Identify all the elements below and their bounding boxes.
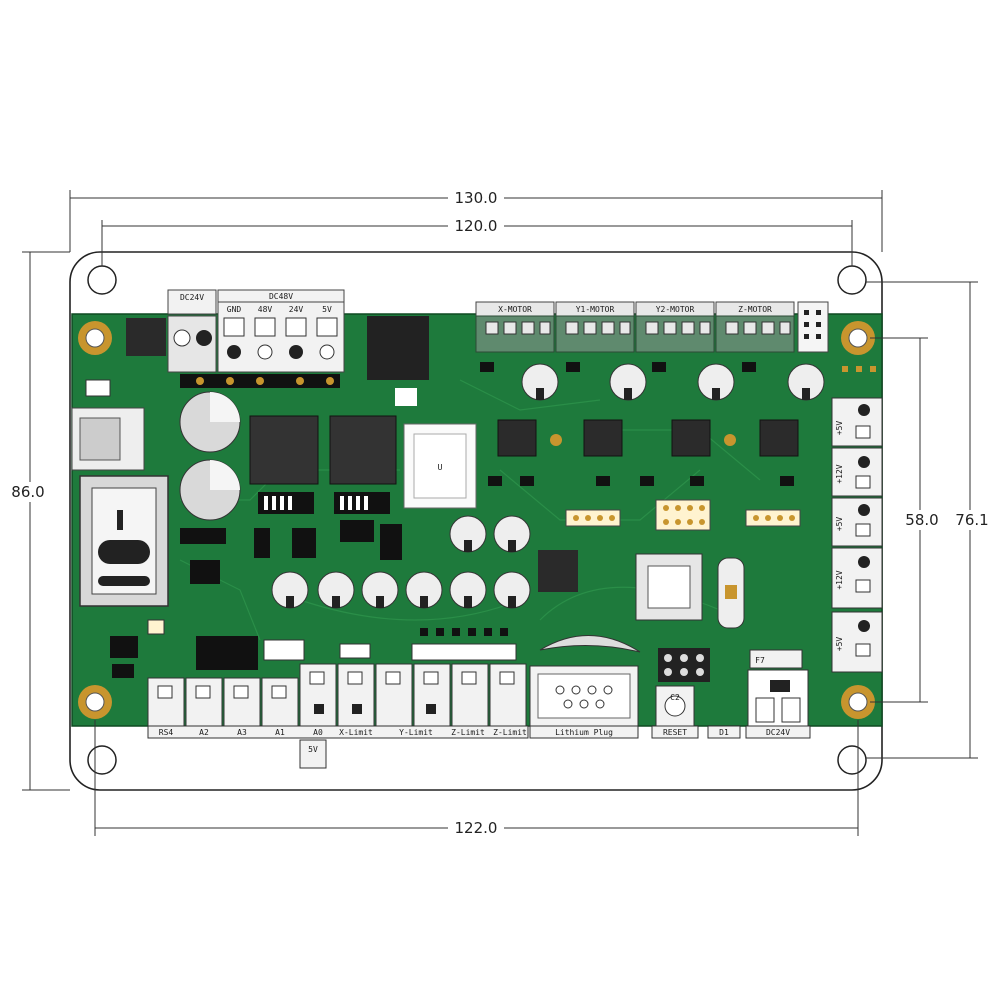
label-reset: RESET: [663, 728, 687, 737]
limit-label-2: Y-Limit: [399, 728, 433, 737]
bottom-label-strip: [147, 725, 529, 739]
dim-hole-span-bottom: 122.0: [455, 819, 498, 837]
dim-hole-span-top: 120.0: [455, 217, 498, 235]
board-logo: [539, 635, 641, 653]
limit-label-4: Z-Limit: [493, 728, 527, 737]
label-gnd: GND: [227, 305, 242, 314]
label-48v: 48V: [258, 305, 273, 314]
bottom-label-f: A0: [313, 728, 323, 737]
jumper-header: [797, 301, 829, 353]
mosfet-a: [249, 415, 319, 485]
mosfet-b: [329, 415, 397, 485]
side-label-b: +12V: [835, 464, 844, 483]
reset-button[interactable]: RESET: [651, 685, 699, 739]
regulator-ic-left: [126, 318, 166, 356]
ic-label-u: U: [438, 463, 443, 472]
regulator-ic-right: [367, 316, 429, 380]
limit-label-1: X-Limit: [339, 728, 373, 737]
plate-hole-tr: [837, 265, 867, 295]
power-led-part: [85, 379, 111, 397]
bottom-label-b: A2: [199, 728, 209, 737]
side-label-e: +5V: [835, 637, 844, 652]
bottom-terminal-screws: [157, 671, 515, 699]
label-dc-out: DC24V: [766, 728, 790, 737]
driver-headers: [565, 499, 801, 531]
capacitors-large: [179, 391, 241, 521]
label-small-a: D1: [719, 728, 729, 737]
stepper-drivers: [497, 419, 799, 457]
label-y2-motor: Y2-MOTOR: [656, 305, 695, 314]
plate-hole-bl: [87, 745, 117, 775]
power-input-block: DC24V DC48V GND 48V 24V 5V: [167, 289, 345, 373]
label-spindle-plug: Lithium Plug: [555, 728, 613, 737]
label-24v: 24V: [289, 305, 304, 314]
bottom-terminals: [147, 663, 527, 727]
label-5v-tab: 5V: [308, 745, 318, 754]
dc-out-connector: DC24V F7: [745, 649, 811, 739]
bottom-label-d: A1: [275, 728, 285, 737]
label-5v: 5V: [322, 305, 332, 314]
bottom-label-a: RS4: [159, 728, 174, 737]
motor-terminals: X-MOTOR Y1-MOTOR Y2-MOTOR Z-MOTOR: [475, 301, 829, 353]
black-ic: [538, 550, 578, 592]
side-label-a: +5V: [835, 421, 844, 436]
side-label-c: +5V: [835, 517, 844, 532]
capacitors-small: [271, 515, 531, 609]
label-x-motor: X-MOTOR: [498, 305, 532, 314]
label-y1-motor: Y1-MOTOR: [576, 305, 615, 314]
dim-right-inner: 58.0: [905, 511, 938, 529]
label-dc24v: DC24V: [180, 293, 204, 302]
power-switch[interactable]: [79, 475, 169, 607]
side-terminals: +5V +12V +5V +12V +5V: [831, 397, 883, 673]
plate-hole-br: [837, 745, 867, 775]
dim-right-outer: 76.1: [955, 511, 988, 529]
plate-hole-tl: [87, 265, 117, 295]
side-label-d: +12V: [835, 570, 844, 589]
bottom-label-c: A3: [237, 728, 247, 737]
label-small-c: F7: [755, 656, 765, 665]
spindle-plug: Lithium Plug: [529, 665, 639, 739]
dim-overall-width: 130.0: [455, 189, 498, 207]
board-holes: [78, 321, 875, 719]
limit-label-3: Z-Limit: [451, 728, 485, 737]
5v-tab: [299, 739, 327, 769]
dim-overall-height: 86.0: [11, 483, 44, 501]
smd-components: [110, 362, 876, 678]
label-dc48v: DC48V: [269, 292, 293, 301]
small-header: [658, 648, 710, 682]
label-small-b: C2: [670, 693, 680, 702]
label-z-motor: Z-MOTOR: [738, 305, 772, 314]
dimension-labels: 130.0 120.0 122.0 86.0 58.0 76.1: [6, 188, 994, 838]
small-white-part: [395, 388, 417, 406]
